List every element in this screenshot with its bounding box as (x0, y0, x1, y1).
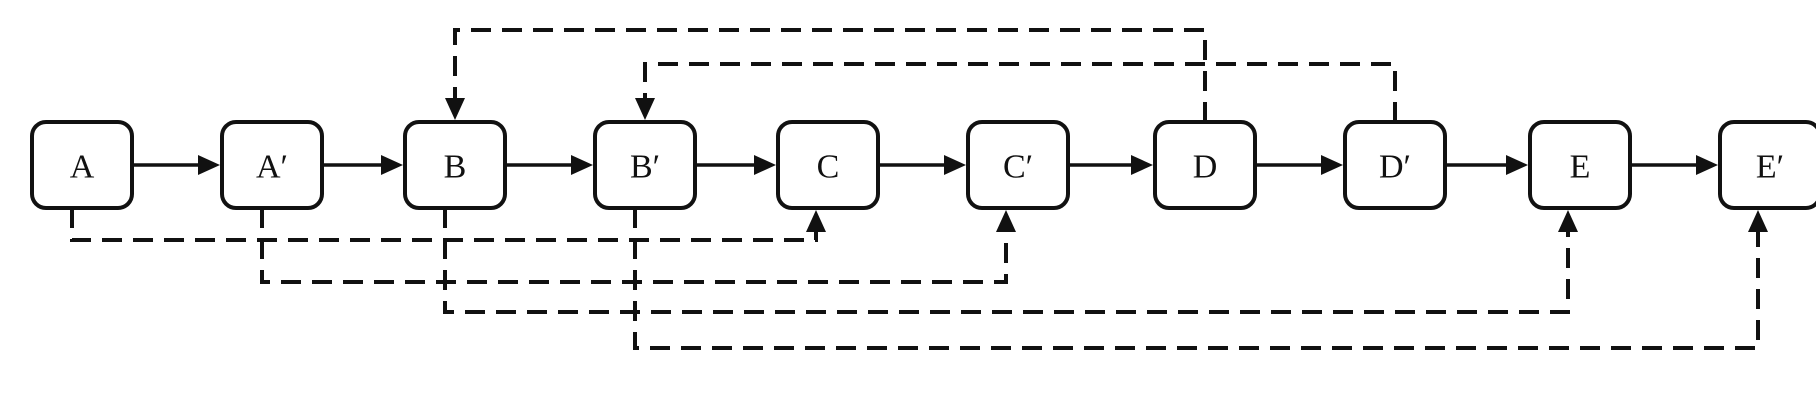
node-label-b: B (444, 149, 467, 186)
node-box-c-prime (966, 120, 1070, 210)
node-label-c-prime: C′ (1003, 149, 1033, 186)
node-box-c (776, 120, 880, 210)
node-box-d (1153, 120, 1257, 210)
node-c-prime: C′ (966, 120, 1070, 210)
node-label-d: D (1193, 149, 1218, 186)
node-e-prime: E′ (1718, 120, 1816, 210)
node-box-e (1528, 120, 1632, 210)
dependency-edge-d-to-b-arrowhead (445, 98, 465, 120)
sequence-arrow-a-to-a-prime-arrowhead (198, 155, 220, 175)
node-b-prime: B′ (593, 120, 697, 210)
sequence-arrow-d-prime-to-e-arrowhead (1506, 155, 1528, 175)
node-a-prime: A′ (220, 120, 324, 210)
node-box-a-prime (220, 120, 324, 210)
dependency-edge-d-to-b (453, 28, 1207, 122)
dependency-edge-b-to-e (443, 208, 1570, 314)
node-label-b-prime: B′ (630, 149, 660, 186)
dependency-edge-b-prime-to-e-prime-arrowhead (1748, 210, 1768, 232)
node-d: D (1153, 120, 1257, 210)
sequence-arrow-c-prime-to-d-arrowhead (1131, 155, 1153, 175)
node-label-d-prime: D′ (1379, 149, 1411, 186)
node-label-c: C (817, 149, 840, 186)
dependency-edge-b-prime-to-e-prime (633, 208, 1760, 350)
node-box-e-prime (1718, 120, 1816, 210)
sequence-arrow-c-to-c-prime-arrowhead (944, 155, 966, 175)
node-box-d-prime (1343, 120, 1447, 210)
dependency-edge-a-prime-to-c-prime-arrowhead (996, 210, 1016, 232)
dependency-edge-b-to-e-arrowhead (1558, 210, 1578, 232)
node-box-b-prime (593, 120, 697, 210)
node-b: B (403, 120, 507, 210)
dependency-edge-a-to-c-arrowhead (806, 210, 826, 232)
sequence-arrow-b-to-b-prime-arrowhead (571, 155, 593, 175)
node-d-prime: D′ (1343, 120, 1447, 210)
node-c: C (776, 120, 880, 210)
node-label-a: A (70, 149, 95, 186)
dependency-edge-d-prime-to-b-prime-arrowhead (635, 98, 655, 120)
sequence-edges (132, 155, 1718, 175)
sequence-arrow-b-prime-to-c-arrowhead (754, 155, 776, 175)
node-box-b (403, 120, 507, 210)
node-label-e: E (1570, 149, 1591, 186)
node-box-a (30, 120, 134, 210)
node-e: E (1528, 120, 1632, 210)
dependency-edges (70, 28, 1768, 350)
node-label-e-prime: E′ (1756, 149, 1784, 186)
node-a: A (30, 120, 134, 210)
dependency-edge-d-prime-to-b-prime (643, 62, 1397, 122)
sequence-arrow-a-prime-to-b-arrowhead (381, 155, 403, 175)
sequence-arrow-d-to-d-prime-arrowhead (1321, 155, 1343, 175)
node-boxes: A A′ B B′ C C′ D D′ E E′ (30, 120, 1816, 210)
sequence-arrow-e-to-e-prime-arrowhead (1696, 155, 1718, 175)
node-label-a-prime: A′ (256, 149, 288, 186)
